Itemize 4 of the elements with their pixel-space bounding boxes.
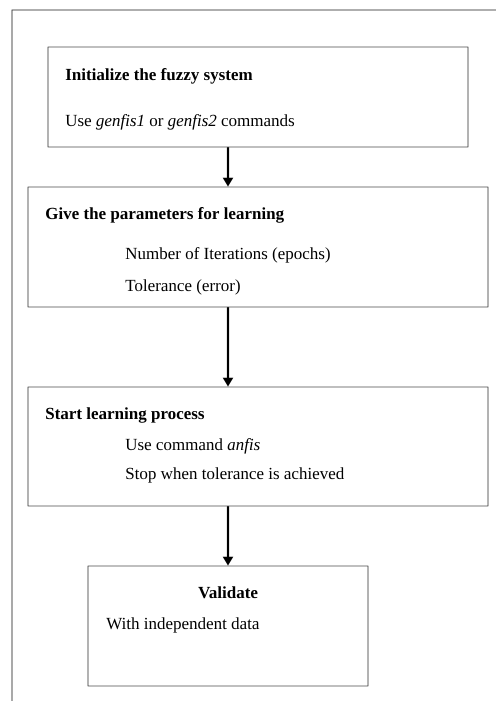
process-box: Start learning process Use command anfis Stop when tolerance is achieved: [28, 386, 488, 506]
process-box: Initialize the fuzzy system Use genfis1 or genfis2 commands: [48, 46, 468, 148]
process-box: Give the parameters for learning Number of Iterations (epochs) Tolerance (error): [28, 186, 488, 308]
process-box: Validate With independent data: [88, 566, 368, 686]
